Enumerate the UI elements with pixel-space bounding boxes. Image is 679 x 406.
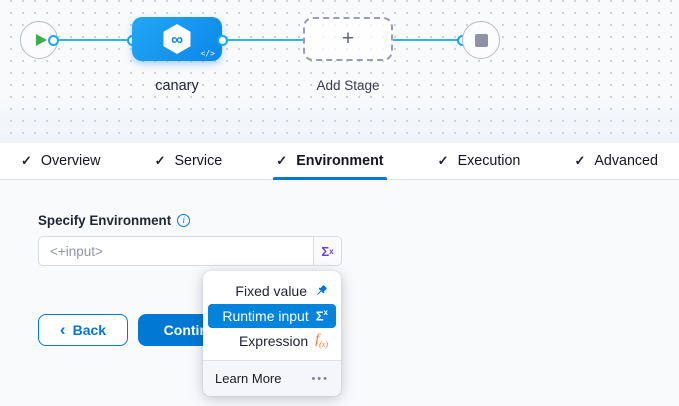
stage-label[interactable]: canary — [155, 78, 199, 94]
tab-label: Service — [175, 153, 223, 169]
infinity-glyph: ∞ — [171, 31, 183, 48]
pin-icon — [314, 284, 328, 298]
check-icon: ✓ — [276, 153, 287, 169]
tab-advanced[interactable]: ✓ Advanced — [574, 143, 658, 179]
environment-tab-panel: Specify Environment i <+input> Σx ‹ Back… — [0, 180, 679, 406]
learn-more-label: Learn More — [215, 371, 281, 386]
tab-label: Overview — [41, 153, 101, 169]
ellipsis-icon[interactable]: ••• — [311, 373, 329, 385]
back-button-label: Back — [73, 322, 106, 338]
menu-item-expression[interactable]: Expression f(x) — [208, 329, 336, 353]
tab-label: Environment — [296, 153, 383, 169]
menu-item-label: Expression — [239, 333, 308, 349]
connector-port[interactable] — [48, 35, 59, 46]
menu-item-label: Runtime input — [222, 308, 308, 324]
plus-icon: + — [342, 27, 354, 51]
info-icon[interactable]: i — [177, 214, 190, 227]
fx-icon: f(x) — [315, 333, 328, 349]
stop-icon — [475, 34, 488, 47]
sigma-icon: Σ — [321, 244, 329, 259]
pipeline-canvas[interactable]: ∞ </> + canary Add Stage — [0, 0, 679, 143]
check-icon: ✓ — [155, 153, 166, 169]
specify-environment-label-row: Specify Environment i — [38, 213, 190, 228]
cd-hexagon-icon: ∞ — [162, 24, 192, 54]
chevron-left-icon: ‹ — [60, 321, 66, 338]
tab-overview[interactable]: ✓ Overview — [21, 143, 101, 179]
connector-port[interactable] — [217, 35, 228, 46]
check-icon: ✓ — [438, 153, 449, 169]
check-icon: ✓ — [21, 153, 32, 169]
tab-service[interactable]: ✓ Service — [155, 143, 223, 179]
menu-item-fixed-value[interactable]: Fixed value — [208, 279, 336, 303]
tab-label: Advanced — [594, 153, 658, 169]
add-stage-label[interactable]: Add Stage — [316, 78, 379, 93]
stage-tab-bar: ✓ Overview ✓ Service ✓ Environment ✓ Exe… — [0, 143, 679, 180]
input-type-dropdown: Fixed value Runtime input Σx — [203, 271, 341, 396]
add-stage-button[interactable]: + — [303, 17, 393, 61]
tab-execution[interactable]: ✓ Execution — [438, 143, 521, 179]
specify-environment-label: Specify Environment — [38, 213, 171, 228]
menu-item-runtime-input[interactable]: Runtime input Σx — [208, 304, 336, 328]
input-type-dropdown-menu: Fixed value Runtime input Σx — [203, 271, 341, 360]
connector-line — [53, 39, 132, 41]
environment-input[interactable]: <+input> — [39, 237, 313, 265]
tab-label: Execution — [458, 153, 521, 169]
connector-line — [222, 39, 303, 41]
tab-environment[interactable]: ✓ Environment — [276, 143, 383, 179]
sigma-icon: Σx — [316, 309, 328, 322]
connector-line — [393, 39, 462, 41]
back-button[interactable]: ‹ Back — [38, 314, 128, 346]
input-type-selector-button[interactable]: Σx — [313, 237, 341, 265]
environment-input-group: <+input> Σx — [38, 236, 342, 266]
check-icon: ✓ — [574, 153, 585, 169]
pipeline-end-node[interactable] — [462, 21, 500, 59]
stage-node-canary[interactable]: ∞ </> — [132, 17, 222, 61]
play-icon — [36, 34, 47, 46]
learn-more-row[interactable]: Learn More ••• — [203, 360, 341, 396]
code-badge-icon[interactable]: </> — [201, 49, 215, 58]
menu-item-label: Fixed value — [235, 283, 307, 299]
